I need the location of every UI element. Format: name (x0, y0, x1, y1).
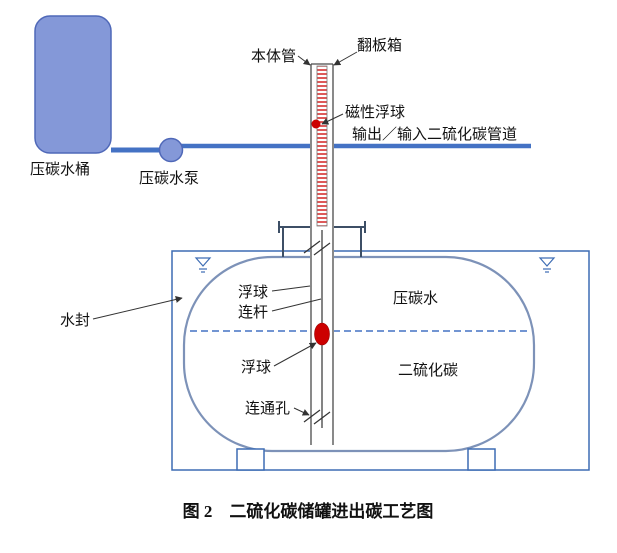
label-float-ball: 浮球 (241, 359, 271, 376)
body-pipe-leader (297, 55, 311, 66)
carbon-water-bucket (34, 15, 112, 154)
cs2-storage-tank (182, 255, 536, 453)
float-rod-leader-1 (271, 285, 311, 292)
tank-leg-left (236, 448, 265, 471)
flap-box-leader (333, 51, 358, 66)
label-connecting-hole: 连通孔 (245, 400, 290, 417)
float-ball (314, 322, 330, 346)
pipe-break-mark-lower (303, 409, 331, 425)
water-seal-container (171, 250, 590, 471)
label-carbon-water-pump: 压碳水泵 (139, 170, 199, 187)
magnetic-float-leader (321, 113, 344, 125)
carbon-water-pump (158, 137, 184, 163)
label-water-seal: 水封 (60, 312, 90, 329)
pipe-break-mark-upper (303, 240, 331, 256)
flap-box-indicator (316, 65, 328, 227)
connecting-hole-leader (293, 407, 310, 416)
label-flap-box: 翻板箱 (357, 36, 402, 54)
float-rod-leader-2 (271, 298, 322, 312)
water-level-symbol-left (194, 257, 212, 273)
water-level-symbol-right (538, 257, 556, 273)
label-carbon-water-bucket: 压碳水桶 (30, 161, 90, 178)
label-carbon-disulfide: 二硫化碳 (398, 362, 458, 379)
label-cs2-io-pipeline: 输出／输入二硫化碳管道 (352, 126, 517, 143)
float-ball-leader (273, 342, 317, 367)
figure-caption: 图 2 二硫化碳储罐进出碳工艺图 (183, 501, 434, 521)
tank-leg-right (467, 448, 496, 471)
magnetic-float-ball (311, 119, 321, 129)
label-float-rod-line2: 连杆 (238, 304, 268, 321)
label-float-rod-line1: 浮球 (238, 284, 268, 301)
label-body-pipe: 本体管 (251, 48, 296, 65)
water-seal-leader (92, 296, 183, 320)
label-carbon-water: 压碳水 (393, 290, 438, 307)
label-magnetic-float-ball: 磁性浮球 (345, 104, 405, 121)
